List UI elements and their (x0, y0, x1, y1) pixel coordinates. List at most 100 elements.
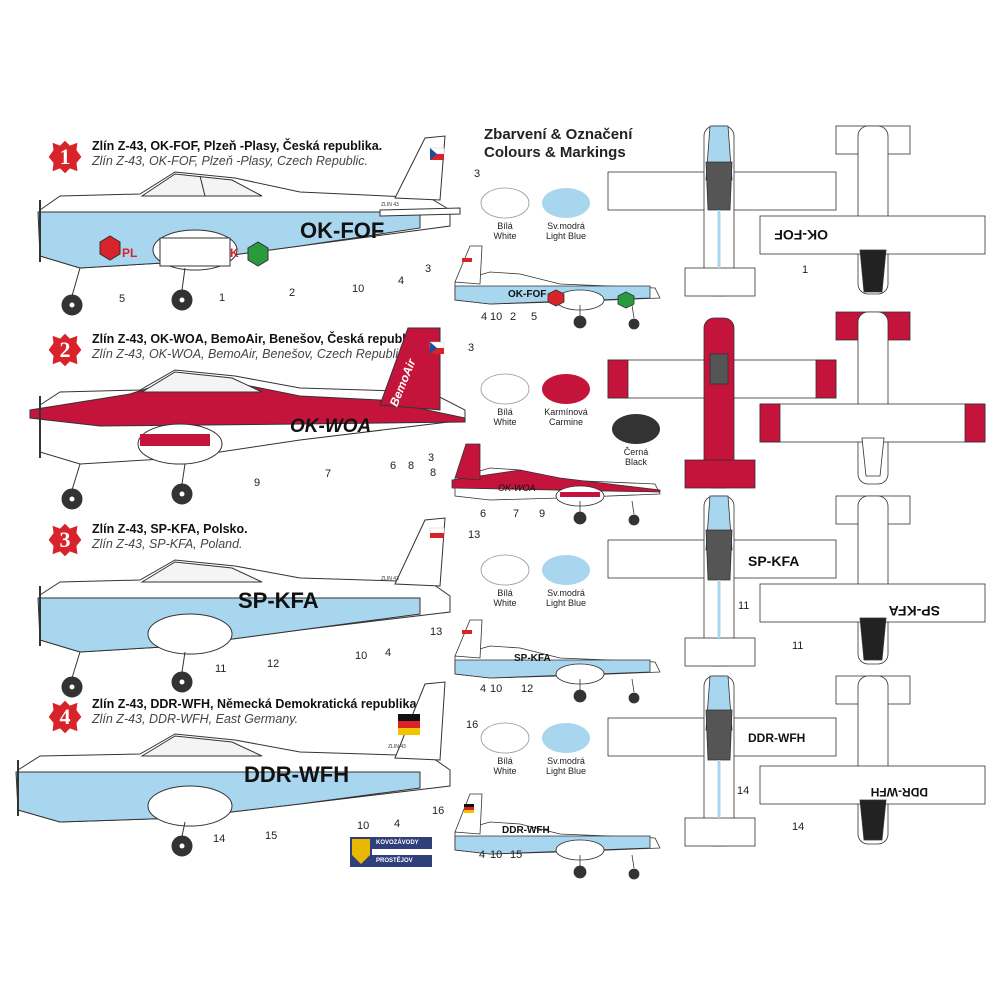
swatch-lightblue-4 (542, 723, 590, 753)
swatch-label-en: Black (624, 457, 647, 467)
callout: 11 (215, 663, 227, 675)
swatch-label-cz: Bílá (497, 588, 513, 598)
scheme-2-registration: OK-WOA (290, 416, 371, 437)
callout: 4 (394, 818, 401, 830)
callout: 9 (539, 508, 546, 520)
scheme-1-title-en: Zlín Z-43, OK-FOF, Plzeň -Plasy, Czech R… (92, 154, 369, 168)
swatch-label-en: Light Blue (545, 598, 587, 608)
scheme-4-top-registration: DDR-WFH (748, 731, 805, 745)
swatch-label-cz: Karmínová (544, 407, 588, 417)
swatches (480, 187, 660, 754)
scheme-4-bottom-registration: DDR-WFH (871, 785, 928, 799)
callout: 10 (490, 311, 503, 323)
callout: 4 (480, 683, 487, 695)
callout: 6 (480, 508, 487, 520)
scheme-1-number: 1 (60, 144, 71, 169)
swatch-label-en: White (493, 231, 517, 241)
swatch-white-2 (480, 373, 530, 405)
swatch-white-3 (480, 554, 530, 586)
callout: 2 (289, 287, 296, 299)
scheme-1-header: Zlín Z-43, OK-FOF, Plzeň -Plasy, Česká r… (92, 139, 382, 169)
title-english: Colours & Markings (484, 144, 626, 161)
swatch-white-4 (480, 722, 530, 754)
scheme-4-title-cz: Zlín Z-43, DDR-WFH, Německá Demokratická… (92, 697, 420, 711)
swatch-label-cz: Sv.modrá (547, 221, 585, 231)
scheme-3-title-en: Zlín Z-43, SP-KFA, Poland. (92, 537, 243, 551)
scheme-4-tail-label: ZLIN 43 (388, 744, 406, 750)
scheme-3-bottom-registration: SP-KFA (889, 603, 940, 619)
callout: 14 (737, 785, 750, 797)
callout: 10 (355, 650, 368, 662)
scheme-1-number-badge: 1 (47, 139, 83, 175)
swatch-label-en: Carmine (548, 417, 583, 427)
scheme-1-bottom-view: OK-FOF (759, 125, 986, 295)
scheme-3-bottom-view: SP-KFA (759, 495, 986, 665)
swatch-label-cz: Bílá (497, 756, 513, 766)
swatch-label-en: White (493, 598, 517, 608)
scheme-2-title-cz: Zlín Z-43, OK-WOA, BemoAir, Benešov, Čes… (92, 332, 427, 346)
scheme-1-bottom-registration: OK-FOF (774, 227, 828, 243)
swatch-lightblue-3 (542, 555, 590, 585)
callout: 1 (802, 264, 809, 276)
callout: 3 (474, 168, 481, 180)
callout: 8 (408, 460, 415, 472)
swatch-label-cz: Sv.modrá (547, 588, 585, 598)
swatch-label-en: White (493, 766, 517, 776)
callout: 10 (490, 849, 503, 861)
callout: 4 (385, 647, 392, 659)
scheme-3-tail-label: ZLIN 43 (381, 576, 399, 582)
callout: 11 (738, 600, 750, 612)
swatch-label-en: Light Blue (545, 766, 587, 776)
callout: 13 (430, 626, 443, 638)
scheme-4-header: Zlín Z-43, DDR-WFH, Německá Demokratická… (92, 697, 420, 727)
callout: 16 (432, 805, 445, 817)
scheme-1-registration: OK-FOF (300, 218, 384, 243)
scheme-3-header: Zlín Z-43, SP-KFA, Polsko. Zlín Z-43, SP… (92, 522, 248, 552)
scheme-4-small-registration: DDR-WFH (502, 825, 550, 836)
callout: 15 (265, 830, 278, 842)
swatch-black-2 (612, 414, 660, 444)
title-czech: Zbarvení & Označení (484, 126, 633, 143)
callout: 3 (425, 263, 432, 275)
swatch-white-1 (480, 187, 530, 219)
scheme-4-title-en: Zlín Z-43, DDR-WFH, East Germany. (92, 712, 299, 726)
scheme-3-title-cz: Zlín Z-43, SP-KFA, Polsko. (92, 522, 248, 536)
scheme-2-number-badge: 2 (47, 332, 83, 368)
scheme-4-number-badge: 4 (47, 699, 83, 735)
scheme-2-number: 2 (60, 337, 71, 362)
swatch-label-cz: Sv.modrá (547, 756, 585, 766)
scheme-3-top-registration: SP-KFA (748, 553, 799, 569)
callout: 12 (267, 658, 280, 670)
scheme-1-tail-label: ZLIN 43 (381, 202, 399, 208)
sheet-title: Zbarvení & Označení Colours & Markings (484, 126, 632, 162)
swatch-label-cz: Bílá (497, 407, 513, 417)
swatch-lightblue-1 (542, 188, 590, 218)
scheme-3-small-registration: SP-KFA (514, 653, 551, 664)
scheme-1-small-registration: OK-FOF (508, 289, 546, 300)
callout: 5 (531, 311, 538, 323)
scheme-2-title-en: Zlín Z-43, OK-WOA, BemoAir, Benešov, Cze… (92, 347, 408, 361)
scheme-2-small-registration: OK-WOA (498, 483, 536, 493)
scheme-1-club-text-a: PL (122, 246, 137, 260)
callout: 14 (792, 821, 805, 833)
callout: 4 (481, 311, 488, 323)
callout: 13 (468, 529, 481, 541)
callout: 15 (510, 849, 523, 861)
scheme-3-number: 3 (60, 527, 71, 552)
callout: 6 (390, 460, 397, 472)
callout: 3 (468, 342, 475, 354)
scheme-2-header: Zlín Z-43, OK-WOA, BemoAir, Benešov, Čes… (92, 332, 427, 362)
scheme-4-registration: DDR-WFH (244, 762, 349, 787)
callout: 14 (213, 833, 226, 845)
callout: 10 (357, 820, 370, 832)
scheme-4-bottom-view: DDR-WFH (759, 675, 986, 845)
callout: 1 (219, 292, 226, 304)
swatch-carmine-2 (542, 374, 590, 404)
